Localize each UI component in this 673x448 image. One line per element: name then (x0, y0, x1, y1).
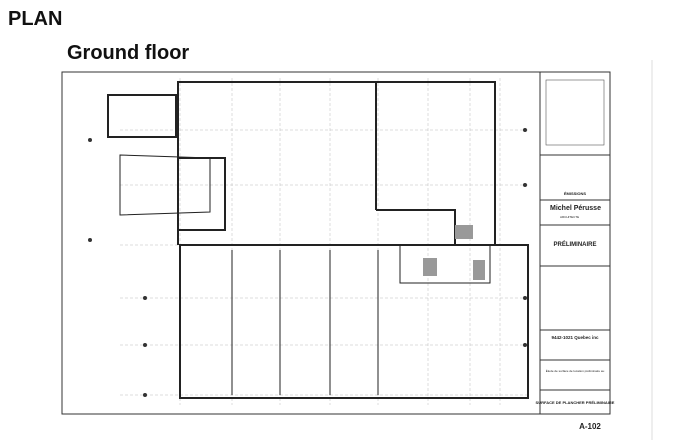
page-title: PLAN (8, 8, 63, 30)
title-block: ÉMISSIONS Michel Pérusse ARCHITECTE PRÉL… (536, 71, 615, 431)
architect-role: ARCHITECTE (560, 215, 579, 219)
status-label: PRÉLIMINAIRE (553, 240, 596, 248)
grid-bubbles (88, 128, 527, 397)
client-name: 9442-1021 Quebec inc (551, 335, 599, 340)
stair-core (423, 225, 485, 280)
page-subtitle: Ground floor (67, 42, 190, 64)
drawing-frame (61, 71, 611, 415)
architect-name: Michel Pérusse (550, 205, 601, 212)
sheet-number: A-102 (579, 422, 601, 431)
emissions-label: ÉMISSIONS (564, 191, 587, 196)
sheet-title: SURFACE DE PLANCHER PRÉLIMINAIRE (536, 400, 615, 405)
project-name: Étude de surface de location préliminair… (546, 368, 605, 373)
